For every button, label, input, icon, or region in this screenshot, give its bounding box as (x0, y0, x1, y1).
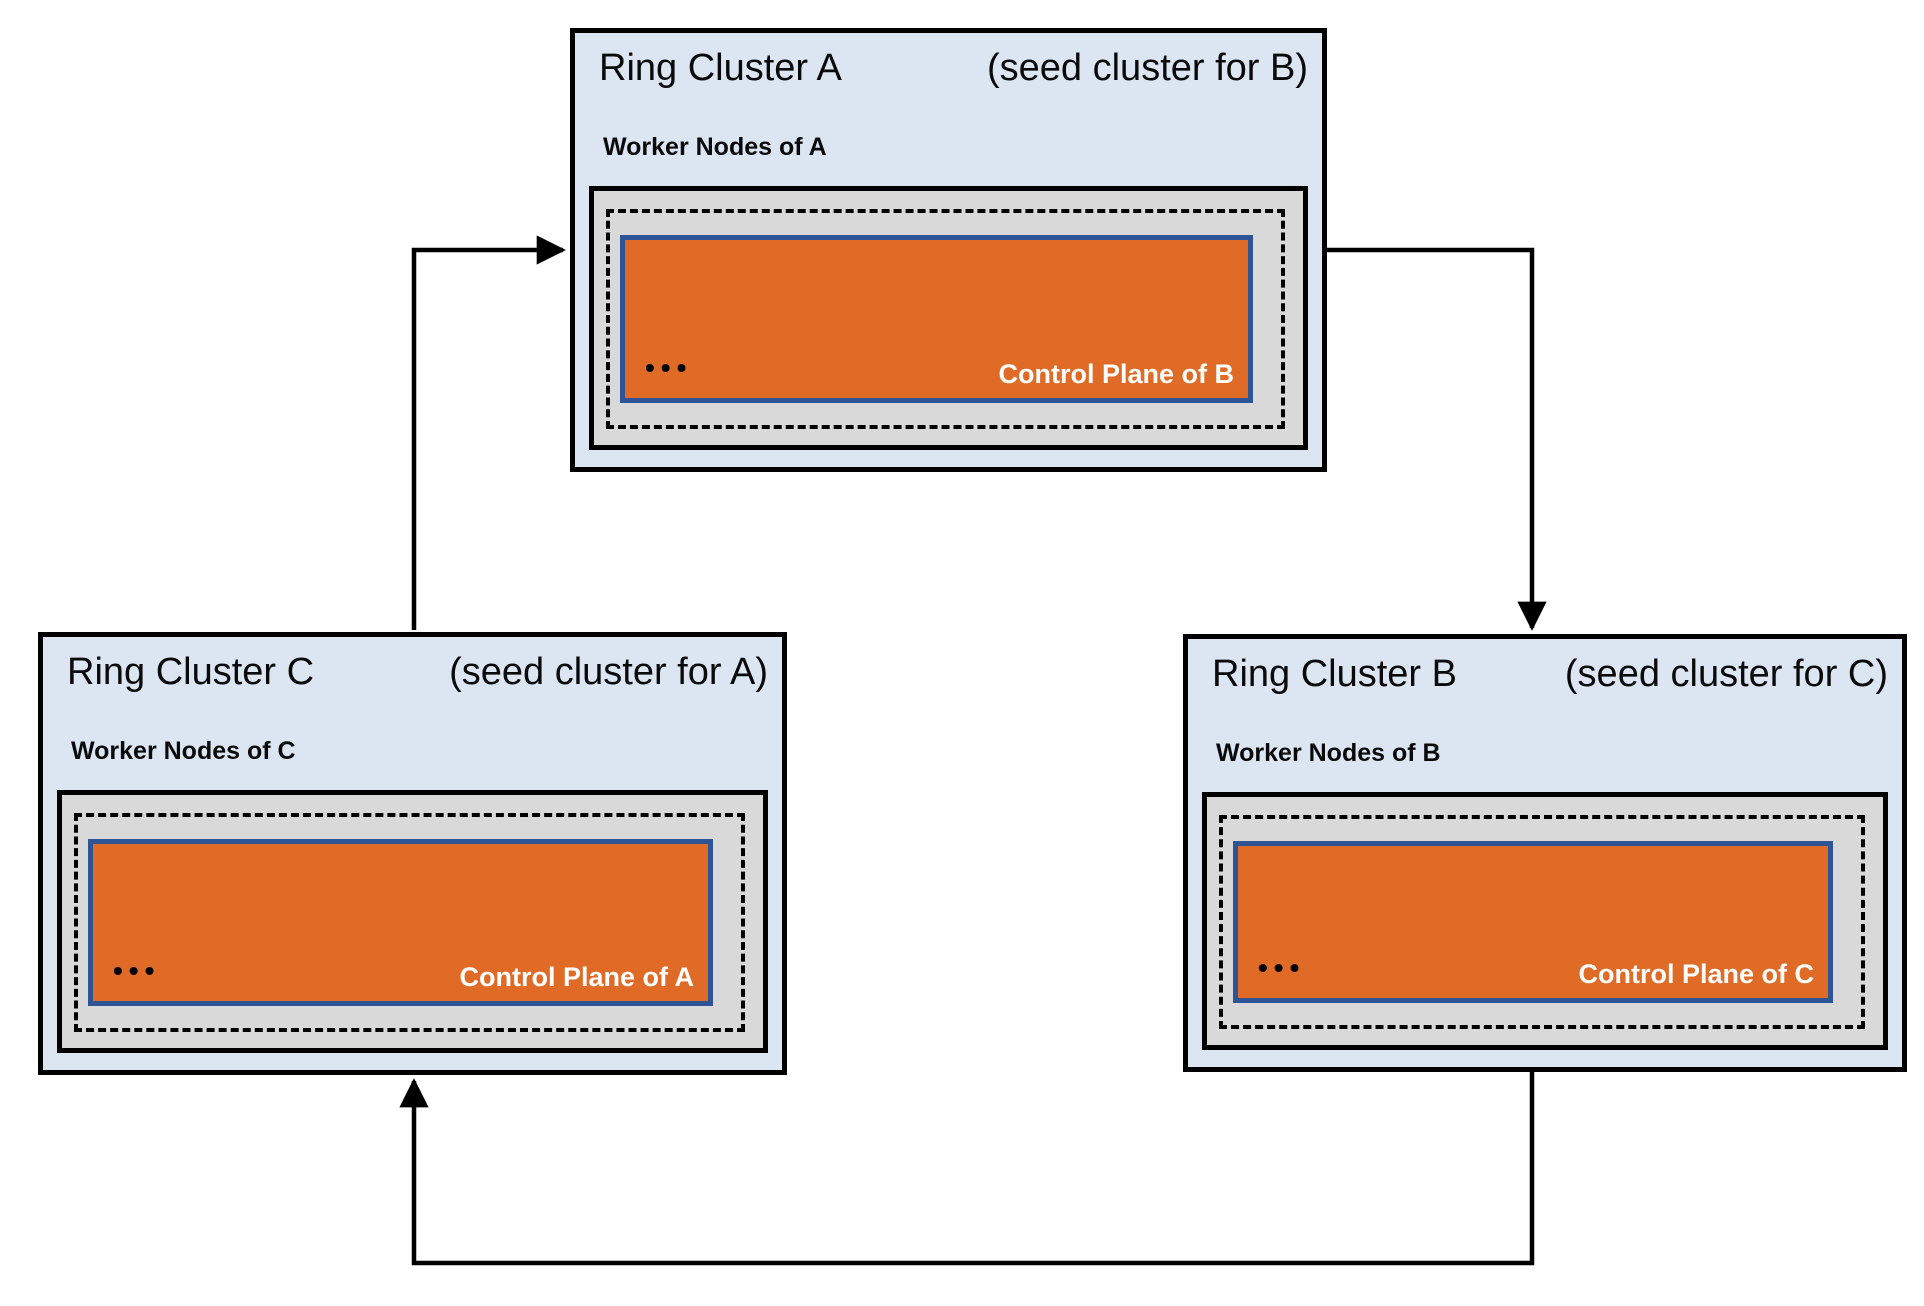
arrow-b-to-c (399, 1072, 1535, 1266)
cluster-c-ellipsis-dots: ••• (113, 955, 161, 986)
arrow-a-to-b (1327, 247, 1547, 631)
cluster-b-worker-nodes-label: Worker Nodes of B (1216, 739, 1441, 767)
cluster-a-ellipsis-dots: ••• (645, 352, 693, 383)
cluster-c: Ring Cluster C (seed cluster for A) Work… (38, 632, 787, 1075)
cluster-b: Ring Cluster B (seed cluster for C) Work… (1183, 634, 1907, 1072)
cluster-b-seed-annotation: (seed cluster for C) (1564, 653, 1888, 695)
cluster-b-title-row: Ring Cluster B (seed cluster for C) (1212, 653, 1888, 696)
cluster-a-dashed-boundary: ••• Control Plane of B (606, 209, 1285, 429)
cluster-a-title: Ring Cluster A (599, 47, 842, 89)
cluster-c-control-plane-box: ••• Control Plane of A (88, 839, 713, 1006)
cluster-b-ellipsis-dots: ••• (1258, 952, 1306, 983)
arrow-c-to-a (411, 235, 566, 630)
cluster-c-seed-annotation: (seed cluster for A) (449, 651, 768, 693)
cluster-b-control-plane-box: ••• Control Plane of C (1233, 841, 1833, 1003)
cluster-b-title: Ring Cluster B (1212, 653, 1457, 695)
cluster-a-control-plane-box: ••• Control Plane of B (620, 235, 1253, 403)
cluster-a-worker-nodes-box: ••• Control Plane of B (589, 186, 1308, 450)
cluster-a-title-row: Ring Cluster A (seed cluster for B) (599, 47, 1308, 90)
cluster-c-control-plane-label: Control Plane of A (459, 961, 695, 992)
cluster-c-title-row: Ring Cluster C (seed cluster for A) (67, 651, 768, 694)
cluster-c-worker-nodes-label: Worker Nodes of C (71, 737, 296, 765)
cluster-c-title: Ring Cluster C (67, 651, 315, 693)
cluster-a: Ring Cluster A (seed cluster for B) Work… (570, 28, 1327, 472)
cluster-a-seed-annotation: (seed cluster for B) (987, 47, 1308, 89)
cluster-a-worker-nodes-label: Worker Nodes of A (603, 133, 827, 161)
cluster-c-worker-nodes-box: ••• Control Plane of A (57, 790, 768, 1053)
cluster-c-dashed-boundary: ••• Control Plane of A (74, 813, 745, 1032)
cluster-b-control-plane-label: Control Plane of C (1578, 958, 1815, 989)
cluster-b-dashed-boundary: ••• Control Plane of C (1219, 815, 1865, 1029)
cluster-a-control-plane-label: Control Plane of B (998, 358, 1235, 389)
cluster-b-worker-nodes-box: ••• Control Plane of C (1202, 792, 1888, 1050)
